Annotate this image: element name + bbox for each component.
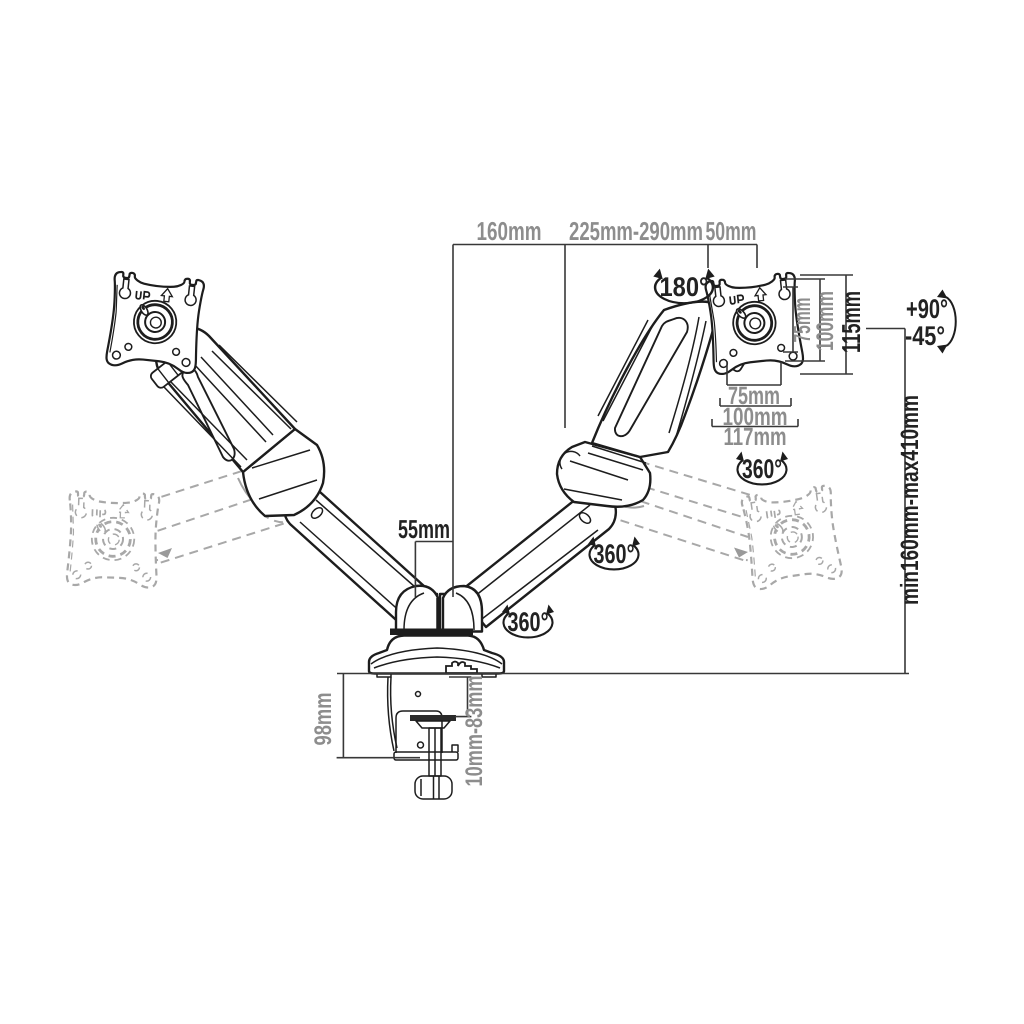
svg-text:100mm: 100mm bbox=[723, 403, 788, 431]
svg-text:55mm: 55mm bbox=[398, 514, 450, 544]
svg-text:75mm: 75mm bbox=[728, 382, 780, 410]
svg-text:98mm: 98mm bbox=[310, 693, 337, 746]
svg-text:360°: 360° bbox=[594, 539, 635, 569]
svg-text:225mm-290mm: 225mm-290mm bbox=[569, 216, 703, 246]
svg-text:75mm: 75mm bbox=[789, 298, 816, 343]
svg-text:360°: 360° bbox=[742, 454, 782, 484]
svg-text:117mm: 117mm bbox=[724, 423, 787, 451]
svg-text:360°: 360° bbox=[508, 607, 549, 637]
svg-text:180°: 180° bbox=[660, 272, 709, 302]
svg-text:min160mm-max410mm: min160mm-max410mm bbox=[896, 395, 924, 605]
svg-text:10mm-83mm: 10mm-83mm bbox=[461, 676, 488, 787]
svg-text:160mm: 160mm bbox=[477, 216, 542, 246]
svg-text:115mm: 115mm bbox=[836, 291, 866, 353]
svg-text:+90°: +90° bbox=[906, 294, 948, 324]
svg-text:100mm: 100mm bbox=[812, 291, 839, 351]
svg-text:50mm: 50mm bbox=[706, 216, 757, 246]
